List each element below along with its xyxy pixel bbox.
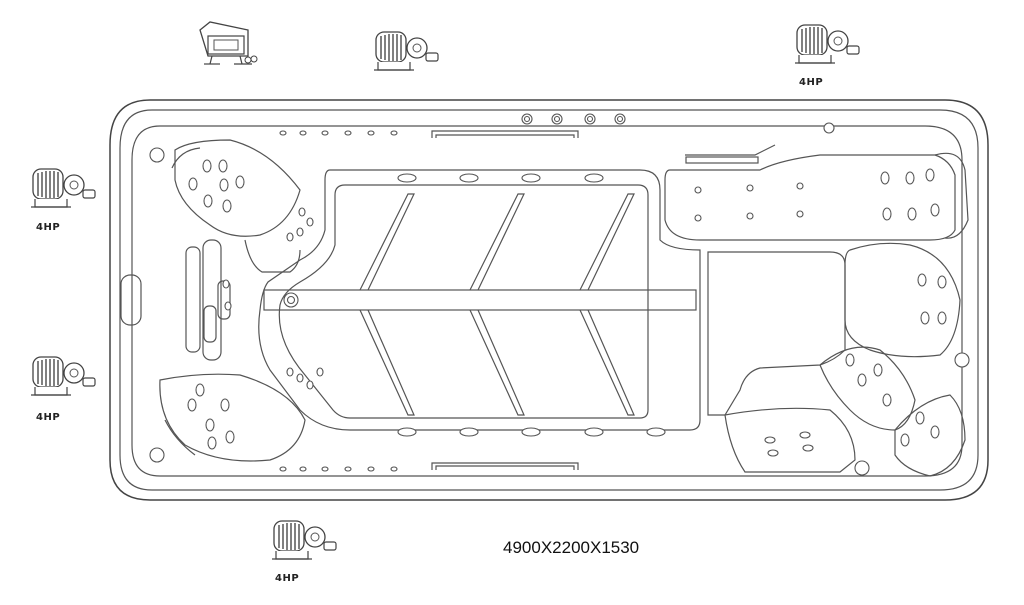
pump-label-left-upper: 4HP bbox=[36, 222, 61, 233]
left-seating bbox=[149, 139, 306, 463]
pump-icon bbox=[794, 24, 860, 64]
swim-lane bbox=[258, 169, 701, 431]
pump-label-left-lower: 4HP bbox=[36, 412, 61, 423]
control-box-icon bbox=[199, 21, 258, 65]
jets bbox=[187, 113, 947, 472]
pump-label-top-right: 4HP bbox=[799, 77, 824, 88]
dimensions-text: 4900X2200X1530 bbox=[503, 538, 640, 557]
pump-icon bbox=[30, 356, 96, 396]
pump-icon bbox=[30, 168, 96, 208]
pump-label-bottom: 4HP bbox=[275, 573, 300, 584]
pump-icon bbox=[373, 31, 439, 71]
spa-shell bbox=[109, 99, 989, 501]
pump-icon bbox=[271, 520, 337, 560]
right-seating bbox=[664, 122, 970, 477]
